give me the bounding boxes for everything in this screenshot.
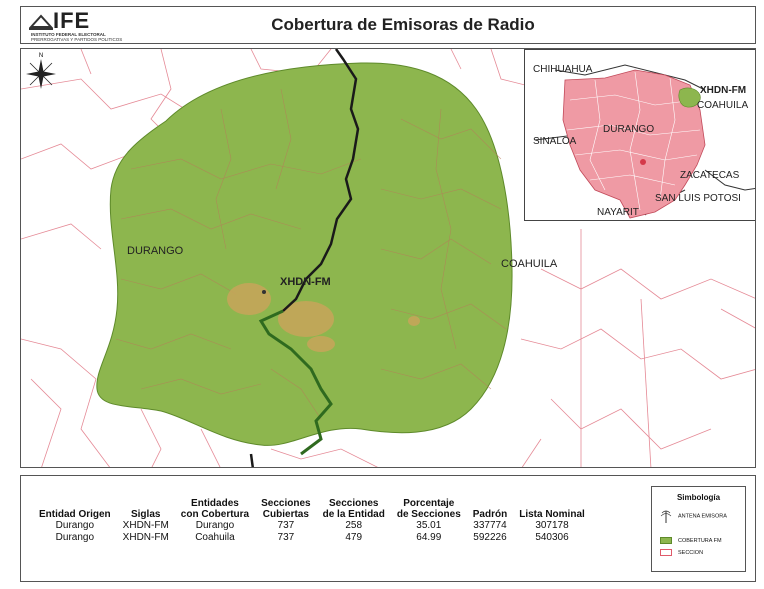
urban-area: [227, 283, 420, 352]
column-header-line: Siglas: [130, 509, 161, 520]
legend-title: Simbología: [676, 493, 721, 502]
column-header-line: Padrón: [472, 509, 508, 520]
table-cell: 540306: [535, 532, 569, 543]
logo-word: IFE: [53, 8, 91, 33]
column-header: Lista Nominal: [513, 498, 591, 520]
legend-swatch-coverage: [660, 537, 672, 544]
table-row: Durango XHDN-FM Coahuila 737 479 64.99 592226 5…: [33, 532, 591, 544]
legend-label-coverage: COBERTURA FM: [678, 537, 722, 544]
column-header: Padrón: [467, 498, 513, 520]
column-header-line: Cubiertas: [262, 509, 309, 520]
coverage-area: [96, 62, 513, 446]
table-row: Durango XHDN-FM Durango 737 258 35.01 337774 30…: [33, 520, 591, 532]
column-header-line: Secciones: [328, 498, 379, 509]
inset-coverage: [678, 87, 701, 108]
main-map: DURANGO COAHUILA XHDN-FM CH: [20, 48, 756, 468]
logo-subtitle: INSTITUTO FEDERAL ELECTORAL: [31, 32, 106, 37]
inset-label-zacatecas: ZACATECAS: [680, 170, 740, 181]
header: IFE INSTITUTO FEDERAL ELECTORAL PRERROGA…: [20, 6, 756, 44]
column-header-line: Entidades: [191, 498, 239, 509]
column-header-line: Lista Nominal: [519, 509, 585, 520]
table-cell: Durango: [55, 520, 95, 531]
map-canvas: [21, 49, 755, 467]
north-arrow-icon: N: [26, 53, 56, 89]
legend: Simbología ANTENA EMISORA COBERTURA FM S…: [651, 486, 746, 572]
table-cell: 64.99: [416, 532, 442, 543]
table-cell: Durango: [55, 532, 95, 543]
map-label-coahuila: COAHUILA: [501, 258, 558, 270]
legend-swatch-section: [660, 549, 672, 556]
inset-label-coahuila: COAHUILA: [697, 100, 749, 111]
antenna-icon: [660, 510, 672, 523]
table-cell: XHDN-FM: [122, 532, 169, 543]
inset-label-nayarit: NAYARIT: [597, 207, 639, 218]
column-header-line: Porcentaje: [403, 498, 455, 509]
table-cell: 737: [277, 532, 295, 543]
legend-label-section: SECCION: [678, 549, 704, 556]
station-antenna-marker: [262, 290, 266, 294]
inset-label-durango: DURANGO: [603, 124, 655, 135]
inset-label-sinaloa: SINALOA: [533, 136, 577, 147]
table-cell: Coahuila: [195, 532, 235, 543]
state-border-south: [249, 453, 254, 467]
table-cell: 337774: [473, 520, 507, 531]
inset-label-san-luis-potosi: SAN LUIS POTOSI: [655, 193, 741, 204]
table-cell: XHDN-FM: [122, 520, 169, 531]
table-cell: 258: [345, 520, 363, 531]
ife-logo: IFE INSTITUTO FEDERAL ELECTORAL PRERROGA…: [29, 8, 137, 42]
north-label: N: [39, 53, 43, 59]
legend-item-section: SECCION: [660, 549, 703, 556]
section-lines: [21, 49, 755, 467]
map-label-durango: DURANGO: [127, 245, 184, 257]
page-title: Cobertura de Emisoras de Radio: [271, 15, 535, 34]
column-header: Entidad Origen: [33, 498, 117, 520]
table-cell: Durango: [195, 520, 235, 531]
legend-label-antenna: ANTENA EMISORA: [678, 513, 727, 520]
state-border: [282, 49, 360, 312]
table-cell: 35.01: [416, 520, 442, 531]
column-header-line: Entidad Origen: [39, 509, 111, 520]
column-header-line: de Secciones: [396, 509, 461, 520]
column-header-line: Secciones: [261, 498, 311, 509]
table-cell: 592226: [473, 532, 507, 543]
legend-item-antenna: ANTENA EMISORA: [660, 509, 727, 523]
coverage-section-lines: [115, 88, 507, 420]
ife-emblem-icon: [29, 14, 53, 30]
inset-label-station: XHDN-FM: [700, 85, 747, 96]
river: [258, 309, 333, 456]
table-cell: 737: [277, 520, 295, 531]
column-header-line: de la Entidad: [322, 509, 385, 520]
table-cell: 479: [345, 532, 363, 543]
table-cell: 307178: [535, 520, 569, 531]
inset-map: CHIHUAHUA XHDN-FM COAHUILA SINALOA DURAN…: [524, 49, 755, 221]
inset-label-chihuahua: CHIHUAHUA: [533, 64, 593, 75]
logo-subtitle-2: PRERROGATIVAS Y PARTIDOS POLITICOS: [31, 37, 123, 42]
column-header-line: con Cobertura: [180, 509, 250, 520]
inset-municipal-lines: [566, 71, 701, 211]
column-header: Siglas: [117, 498, 175, 520]
inset-canvas: [534, 64, 755, 219]
map-label-station: XHDN-FM: [280, 276, 331, 288]
legend-item-coverage: COBERTURA FM: [660, 537, 722, 544]
